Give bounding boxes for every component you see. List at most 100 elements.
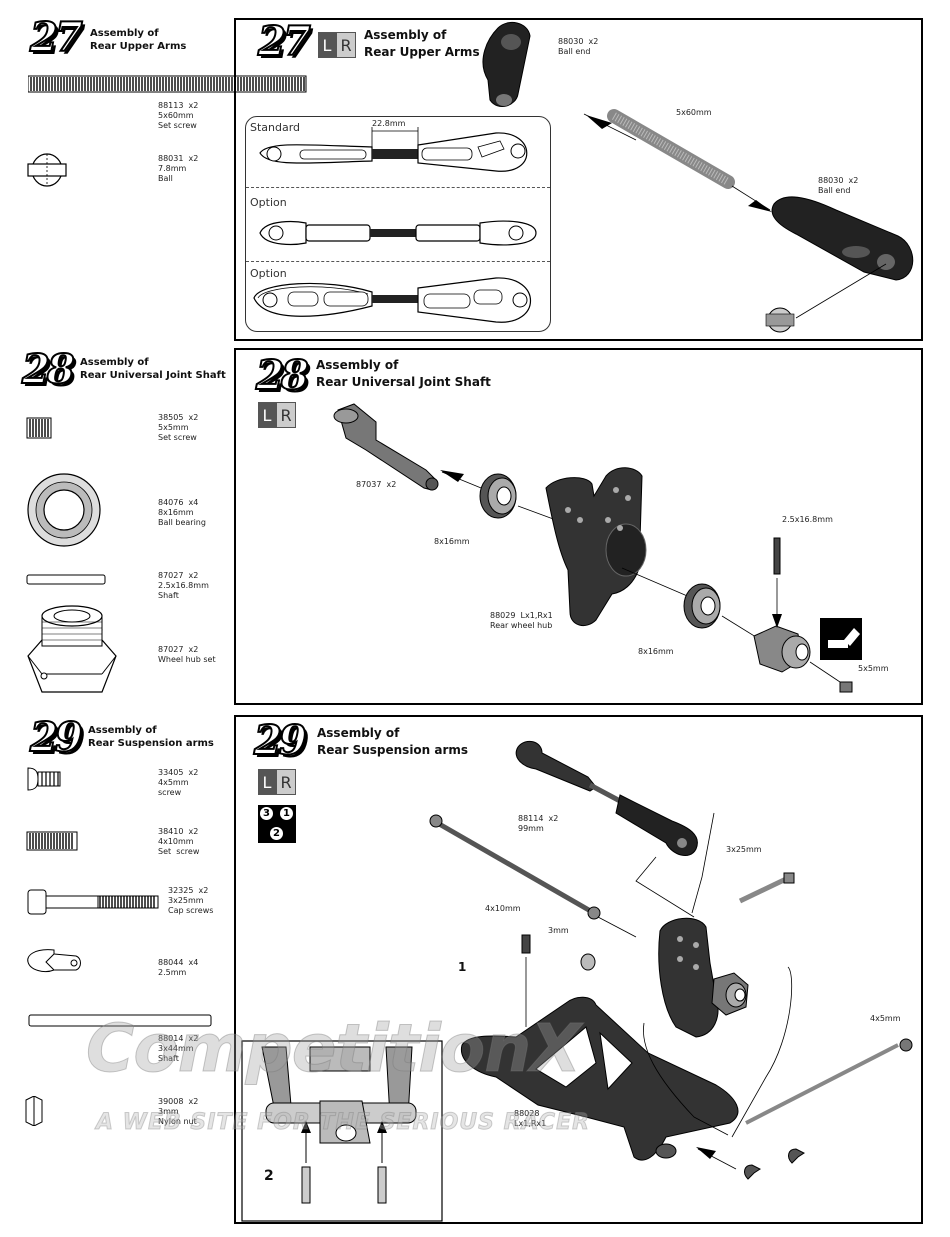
cap-screw-icon — [738, 872, 795, 904]
hub-carrier-icon — [658, 917, 749, 1038]
ball-icon — [27, 153, 67, 187]
part-label: 84076 x4 8x16mm Ball bearing — [158, 498, 206, 527]
pin-icon — [773, 537, 781, 575]
suspension-arm-exploded-drawing — [241, 740, 913, 1222]
dimension-label: 22.8mm — [372, 119, 406, 128]
bearing-icon — [479, 473, 517, 519]
order-step: 2 — [270, 827, 283, 840]
callout-label: 88029 Lx1,Rx1 Rear wheel hub — [490, 611, 553, 630]
right-side: R — [276, 402, 296, 428]
ball-end-icon — [771, 196, 914, 281]
callout-label: 87037 x2 — [356, 480, 397, 489]
step-marker-2: 2 — [264, 1168, 274, 1184]
step-number: 28 — [255, 352, 310, 399]
part-label: 87027 x2 2.5x16.8mm Shaft — [158, 571, 209, 600]
part-label: 38410 x2 4x10mm Set screw — [158, 827, 200, 856]
ball-end-icon — [482, 21, 531, 108]
part-label: 38505 x2 5x5mm Set screw — [158, 413, 199, 442]
e-clip-icon — [27, 949, 81, 973]
callout-label: 5x60mm — [676, 108, 712, 117]
rear-wheel-hub-icon — [545, 467, 647, 627]
shaft-99mm-icon — [429, 814, 601, 920]
part-label: 33405 x2 4x5mm screw — [158, 768, 199, 797]
callout-label: 88030 x2 Ball end — [818, 176, 859, 195]
upper-arm-exploded-drawing — [482, 21, 914, 333]
turnbuckle-variants-drawing — [253, 127, 537, 323]
left-side: L — [318, 32, 336, 58]
step-title: Assembly of Rear Suspension arms — [88, 725, 214, 749]
variant-label: Option — [250, 196, 287, 209]
left-right-badge: L R — [258, 769, 296, 795]
bearing-icon — [683, 583, 721, 629]
wheel-hub-set-icon — [753, 625, 811, 673]
shaft-icon — [26, 574, 106, 585]
order-step: 1 — [280, 807, 293, 820]
variant-label: Option — [250, 267, 287, 280]
watermark-tagline: A WEB SITE FOR THE SERIOUS RACER — [95, 1110, 591, 1136]
divider — [246, 187, 550, 188]
shaft-44mm-icon — [28, 1014, 212, 1027]
step-title: Assembly of Rear Upper Arms — [90, 28, 187, 52]
order-step: 3 — [260, 807, 273, 820]
left-side: L — [258, 769, 276, 795]
set-screw-icon — [839, 681, 853, 693]
part-label: 88014 x2 3x44mm Shaft — [158, 1034, 199, 1063]
part-label: 88031 x2 7.8mm Ball — [158, 154, 199, 183]
step-number: 27 — [257, 18, 312, 65]
set-screw-60mm-icon: /* filled by script below */ — [28, 75, 307, 93]
shaft-44mm-icon — [745, 1038, 913, 1125]
cap-screw-icon — [27, 889, 159, 915]
callout-label: 3x25mm — [726, 845, 762, 854]
nylon-nut-icon — [25, 1096, 43, 1126]
ball-icon — [765, 307, 795, 333]
divider — [246, 261, 550, 262]
step-29-diagram: 29 Assembly of Rear Suspension arms L R … — [234, 715, 923, 1224]
set-screw-10mm-icon — [26, 831, 78, 851]
callout-label: 88028 Lx1,Rx1 — [514, 1109, 547, 1128]
step-27-diagram: 27 L R Assembly of Rear Upper Arms Stand… — [234, 18, 923, 341]
step-number: 28 — [21, 346, 76, 393]
right-side: R — [276, 769, 296, 795]
step-number: 29 — [29, 714, 84, 761]
right-side: R — [336, 32, 356, 58]
callout-label: 5x5mm — [858, 664, 889, 673]
part-label: 39008 x2 3mm Nylon nut — [158, 1097, 199, 1126]
left-side: L — [258, 402, 276, 428]
callout-label: 88030 x2 Ball end — [558, 37, 599, 56]
part-label: 87027 x2 Wheel hub set — [158, 645, 216, 664]
step-title: Assembly of Rear Upper Arms — [364, 28, 480, 59]
variant-label: Standard — [250, 121, 301, 134]
step-number: 27 — [29, 14, 84, 61]
step-title: Assembly of Rear Suspension arms — [317, 726, 469, 757]
callout-label: 8x16mm — [638, 647, 674, 656]
callout-label: 2.5x16.8mm — [782, 515, 833, 524]
set-screw-icon — [607, 109, 735, 189]
thread-lock-icon — [820, 618, 862, 660]
inset-detail — [241, 1040, 443, 1222]
callout-label: 8x16mm — [434, 537, 470, 546]
step-number: 29 — [253, 717, 308, 764]
part-label: 32325 x2 3x25mm Cap screws — [168, 886, 214, 915]
step-title: Assembly of Rear Universal Joint Shaft — [80, 357, 226, 381]
step-28-diagram: 28 Assembly of Rear Universal Joint Shaf… — [234, 348, 923, 705]
suspension-arm-icon — [460, 996, 739, 1161]
left-right-badge: L R — [258, 402, 296, 428]
callout-label: 4x10mm — [485, 904, 521, 913]
part-label: 88113 x2 5x60mm Set screw — [158, 101, 199, 130]
nylon-nut-icon — [580, 953, 596, 971]
watermark-logo: CompetitionX — [85, 1010, 581, 1088]
turnbuckle-variants-box: Standard 22.8mm Option Option — [245, 116, 551, 332]
assembly-order-badge: 3 1 2 — [258, 805, 296, 843]
set-screw-icon — [521, 934, 531, 954]
ball-bearing-icon — [27, 473, 101, 547]
button-head-screw-icon — [27, 767, 61, 791]
turnbuckle-icon — [515, 740, 698, 857]
part-label: 88044 x4 2.5mm — [158, 958, 199, 977]
universal-joint-shaft-icon — [333, 403, 439, 491]
callout-label: 88114 x2 99mm — [518, 814, 559, 833]
step-marker-1: 1 — [458, 960, 467, 974]
set-screw-5mm-icon — [26, 417, 52, 439]
e-clip-icon — [744, 1148, 805, 1180]
left-right-badge: L R — [318, 32, 356, 58]
universal-joint-exploded-drawing — [333, 403, 862, 693]
